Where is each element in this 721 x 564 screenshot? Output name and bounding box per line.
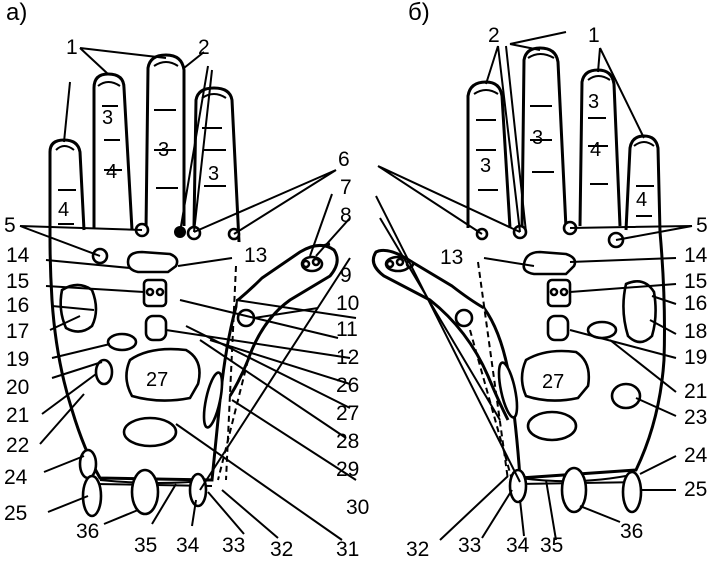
left-zone-30 (122, 416, 178, 448)
left-ring-finger (92, 72, 134, 231)
right-zone-18 (622, 280, 657, 344)
label-35: 35 (134, 534, 157, 557)
right-zone-25 (621, 470, 643, 514)
label-22: 22 (6, 434, 29, 457)
label-19: 19 (6, 348, 29, 371)
label-10: 10 (336, 292, 359, 315)
label-15: 15 (6, 270, 29, 293)
right-zone-36 (560, 466, 588, 514)
label-36: 36 (76, 520, 99, 543)
label-14: 14 (6, 244, 30, 267)
label-13: 13 (244, 244, 267, 267)
right-zone-15 (546, 278, 572, 308)
label-27: 27 (542, 371, 564, 393)
right-zone-34 (508, 468, 528, 504)
left-zone-34 (188, 472, 208, 508)
right-zone-27 (520, 349, 591, 402)
right-zone-26 (497, 361, 519, 419)
label-25: 25 (684, 478, 707, 501)
label-3: 3 (588, 91, 599, 113)
label-25: 25 (4, 502, 27, 525)
label-34: 34 (176, 534, 200, 557)
label-24: 24 (4, 466, 28, 489)
right-zone-11 (454, 308, 474, 328)
right-zone-14 (522, 250, 577, 276)
left-zone-26 (202, 371, 224, 429)
title-b: б) (408, 0, 430, 26)
label-4: 4 (636, 189, 647, 211)
label-9: 9 (340, 264, 352, 287)
label-21: 21 (6, 404, 29, 427)
label-2: 2 (488, 24, 500, 47)
left-zone-21 (94, 358, 114, 386)
label-5: 5 (696, 214, 708, 237)
label-14: 14 (684, 244, 708, 267)
label-29: 29 (336, 458, 359, 481)
label-35: 35 (540, 534, 563, 557)
label-19: 19 (684, 346, 707, 369)
right-zone-16 (546, 314, 570, 342)
label-1: 1 (66, 36, 78, 59)
label-13: 13 (440, 246, 463, 269)
right-labels: б) 1 2 3 3 3 4 4 5 13 14 15 16 18 19 21 … (406, 0, 708, 561)
left-hand (48, 53, 339, 518)
label-18: 18 (684, 320, 707, 343)
label-16: 16 (684, 292, 707, 315)
label-24: 24 (684, 444, 708, 467)
label-33: 33 (222, 534, 245, 557)
left-zone-36 (130, 468, 160, 516)
label-21: 21 (684, 380, 707, 403)
left-zone-14 (126, 250, 179, 274)
left-zone-27 (125, 347, 201, 402)
label-4: 4 (58, 199, 69, 221)
left-zone-19 (106, 332, 138, 352)
label-3: 3 (532, 127, 543, 149)
label-8: 8 (340, 204, 352, 227)
label-3: 3 (158, 139, 169, 161)
left-middle-finger (144, 53, 186, 231)
label-36: 36 (620, 520, 643, 543)
label-27: 27 (336, 402, 359, 425)
label-12: 12 (336, 346, 359, 369)
label-4: 4 (106, 161, 117, 183)
left-zone-25 (81, 474, 103, 518)
label-4: 4 (590, 139, 601, 161)
label-17: 17 (6, 320, 29, 343)
label-5: 5 (4, 214, 16, 237)
label-15: 15 (684, 270, 707, 293)
left-labels: а) 1 2 3 3 3 4 4 5 6 7 8 9 10 11 12 13 1… (4, 0, 369, 561)
label-3: 3 (102, 107, 113, 129)
label-20: 20 (6, 376, 29, 399)
right-zone-30 (526, 410, 578, 442)
label-32: 32 (270, 538, 293, 561)
label-28: 28 (336, 430, 359, 453)
left-zone-24 (78, 448, 98, 480)
label-23: 23 (684, 406, 707, 429)
label-3: 3 (480, 155, 491, 177)
leader-lines (19, 31, 693, 541)
label-1: 1 (588, 24, 600, 47)
label-11: 11 (336, 318, 358, 341)
label-30: 30 (346, 496, 369, 519)
label-7: 7 (340, 176, 352, 199)
left-zone-16 (144, 314, 168, 342)
left-zone-15 (142, 278, 168, 308)
label-27: 27 (146, 369, 168, 391)
label-33: 33 (458, 534, 481, 557)
label-16: 16 (6, 294, 29, 317)
label-2: 2 (198, 36, 210, 59)
label-31: 31 (336, 538, 359, 561)
right-little-finger (624, 134, 662, 233)
label-32: 32 (406, 538, 429, 561)
right-zone-23 (610, 382, 642, 410)
label-26: 26 (336, 374, 359, 397)
label-6: 6 (338, 148, 350, 171)
title-a: а) (6, 0, 27, 26)
label-3: 3 (208, 163, 219, 185)
label-34: 34 (506, 534, 530, 557)
